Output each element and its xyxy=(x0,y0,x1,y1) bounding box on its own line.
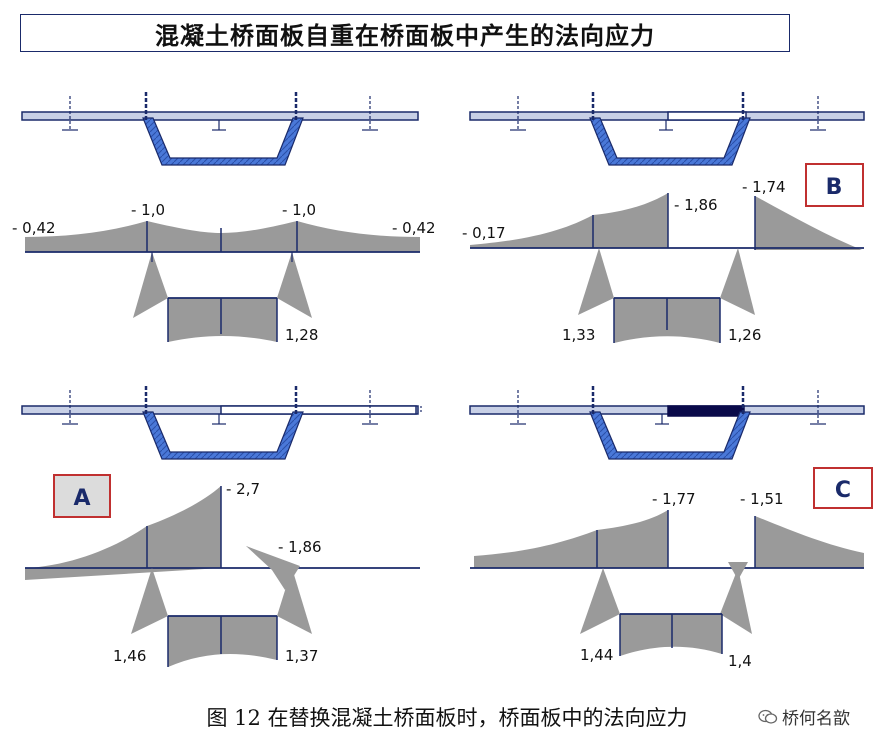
panel-top-right: - 0,17 - 1,86 - 1,74 1,33 1,26 B xyxy=(462,92,865,344)
label-tl-0: - 0,42 xyxy=(12,219,56,237)
label-tr-1: - 1,86 xyxy=(674,196,718,214)
badge-a-label: A xyxy=(73,486,90,511)
badge-c-label: C xyxy=(835,478,851,503)
stress-diagram-top-left xyxy=(25,221,420,342)
bridge-section-bottom-right xyxy=(469,386,865,460)
label-bl-3: 1,37 xyxy=(285,647,318,665)
label-tl-4: 1,28 xyxy=(285,326,318,344)
badge-a: A xyxy=(53,474,111,518)
label-tl-3: - 0,42 xyxy=(392,219,436,237)
label-bl-1: - 1,86 xyxy=(278,538,322,556)
label-br-3: 1,4 xyxy=(728,652,752,670)
stress-diagram-bottom-left xyxy=(25,486,420,667)
label-tr-3: 1,33 xyxy=(562,326,595,344)
label-tr-2: - 1,74 xyxy=(742,178,786,196)
stress-diagram-bottom-right xyxy=(470,510,864,656)
label-bl-0: - 2,7 xyxy=(226,480,260,498)
label-tr-4: 1,26 xyxy=(728,326,761,344)
wechat-icon xyxy=(758,709,778,724)
panel-bottom-right: - 1,77 - 1,51 1,44 1,4 C xyxy=(469,386,873,670)
stress-diagram-top-right xyxy=(470,193,864,343)
label-tl-2: - 1,0 xyxy=(282,201,316,219)
label-br-0: - 1,77 xyxy=(652,490,696,508)
bridge-section-bottom-left xyxy=(21,386,422,460)
label-bl-2: 1,46 xyxy=(113,647,146,665)
badge-c: C xyxy=(813,467,873,509)
label-tl-1: - 1,0 xyxy=(131,201,165,219)
watermark-text: 桥何名歆 xyxy=(782,709,850,729)
bridge-section-top-right xyxy=(469,92,865,166)
label-tr-0: - 0,17 xyxy=(462,224,506,242)
badge-b: B xyxy=(805,163,864,207)
panel-top-left: - 0,42 - 1,0 - 1,0 - 0,42 1,28 xyxy=(12,92,436,344)
bridge-section-top-left xyxy=(21,92,419,166)
figure-title: 混凝土桥面板自重在桥面板中产生的法向应力 xyxy=(20,14,790,52)
badge-b-label: B xyxy=(826,175,843,200)
label-br-1: - 1,51 xyxy=(740,490,784,508)
label-br-2: 1,44 xyxy=(580,646,613,664)
watermark: 桥何名歆 xyxy=(758,704,850,729)
figure-caption: 图 12 在替换混凝土桥面板时，桥面板中的法向应力 xyxy=(206,706,688,730)
panel-bottom-left: - 2,7 - 1,86 1,46 1,37 A xyxy=(21,386,422,667)
